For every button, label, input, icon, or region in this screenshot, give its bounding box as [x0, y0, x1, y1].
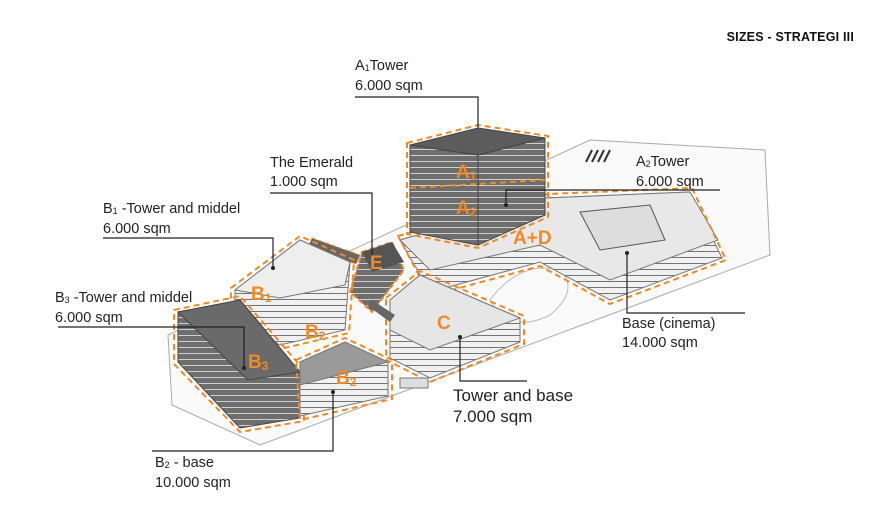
- label-area: 6.000 sqm: [103, 221, 171, 237]
- label-a2-tower: A2Tower 6.000 sqm: [636, 153, 704, 192]
- leader-lines: [58, 96, 745, 452]
- label-area: 6.000 sqm: [55, 310, 123, 326]
- label-text: B: [55, 290, 65, 306]
- label-sub: 2: [645, 159, 651, 170]
- tag-sub: 1: [469, 169, 477, 183]
- label-text: Base (cinema): [622, 316, 716, 332]
- label-base-cinema: Base (cinema) 14.000 sqm: [622, 315, 715, 353]
- label-area: 10.000 sqm: [155, 475, 231, 491]
- building-b2: [294, 336, 393, 422]
- tag-text: B: [251, 284, 265, 305]
- parking-marks: [585, 149, 611, 163]
- label-text: Tower: [369, 58, 409, 74]
- tag-b2-upper: B2: [305, 322, 325, 344]
- label-b2-base: B2 - base 10.000 sqm: [155, 454, 231, 493]
- tag-b3: B3: [248, 352, 268, 374]
- label-b1: B1 -Tower and middel 6.000 sqm: [103, 200, 240, 239]
- tag-text: A+D: [513, 228, 552, 249]
- building-a-tower: [406, 123, 549, 250]
- label-area: 6.000 sqm: [355, 78, 423, 94]
- tag-b2-lower: B2: [336, 368, 356, 390]
- label-a1-tower: A1Tower 6.000 sqm: [355, 57, 423, 96]
- tag-text: E: [370, 253, 383, 274]
- tag-text: B: [248, 352, 262, 373]
- label-text: The Emerald: [270, 155, 354, 171]
- tag-sub: 2: [469, 205, 477, 219]
- tag-text: A: [456, 162, 470, 183]
- label-area: 7.000 sqm: [453, 407, 533, 426]
- label-sub: 1: [364, 63, 370, 74]
- tag-text: B: [305, 322, 319, 343]
- tag-a1: A1: [456, 162, 476, 184]
- tag-sub: 1: [264, 291, 272, 305]
- label-sub: 3: [64, 295, 70, 306]
- label-text: - base: [169, 455, 215, 471]
- label-sub: 1: [112, 206, 118, 217]
- tag-sub: 2: [349, 375, 357, 389]
- label-area: 14.000 sqm: [622, 335, 698, 351]
- label-text: B: [155, 455, 165, 471]
- label-text: B: [103, 201, 113, 217]
- tag-a2: A2: [456, 198, 476, 220]
- tag-sub: 2: [318, 329, 326, 343]
- tag-c: C: [437, 313, 451, 335]
- tag-text: B: [336, 368, 350, 389]
- label-emerald: The Emerald 1.000 sqm: [270, 154, 353, 192]
- label-text: -Tower and middel: [117, 201, 241, 217]
- label-area: 6.000 sqm: [636, 174, 704, 190]
- tag-a-d: A+D: [513, 228, 552, 250]
- label-text: Tower: [650, 154, 690, 170]
- label-area: 1.000 sqm: [270, 174, 338, 190]
- tag-b1: B1: [251, 284, 271, 306]
- label-text: Tower and base: [453, 386, 574, 405]
- tag-sub: 3: [261, 359, 269, 373]
- label-text: -Tower and middel: [69, 290, 193, 306]
- tag-text: A: [456, 198, 470, 219]
- label-b3: B3 -Tower and middel 6.000 sqm: [55, 289, 192, 328]
- building-a-d-base: [396, 186, 728, 306]
- stairs: [399, 377, 429, 389]
- label-c-tower-base: Tower and base 7.000 sqm: [453, 385, 573, 427]
- label-text: A: [636, 154, 646, 170]
- tag-text: C: [437, 313, 451, 334]
- page-title: SIZES - STRATEGI III: [726, 30, 854, 44]
- label-sub: 2: [164, 460, 170, 471]
- leader-dots: [242, 203, 629, 394]
- tag-e: E: [370, 253, 383, 275]
- label-text: A: [355, 58, 365, 74]
